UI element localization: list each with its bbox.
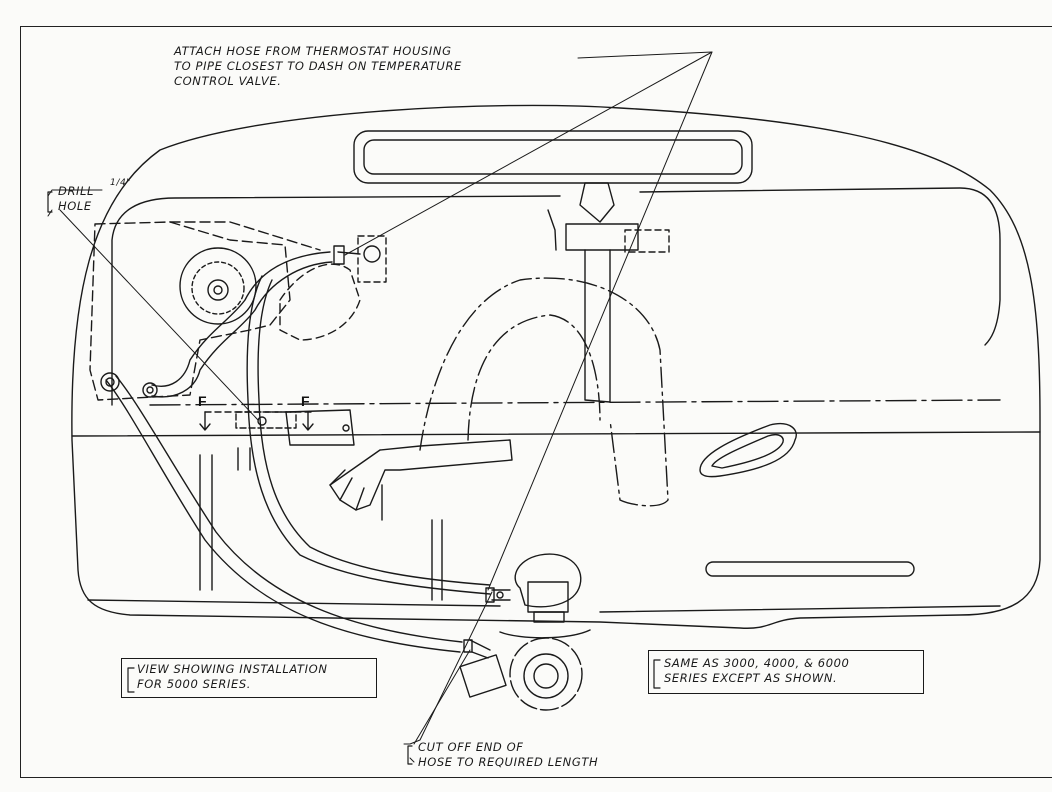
note-line: FOR 5000 SERIES. (137, 677, 252, 691)
drill-hole-note: DRILL HOLE (58, 184, 94, 214)
note-line: CUT OFF END OF (418, 740, 524, 754)
ash-receiver-opening (699, 423, 797, 478)
note-line: DRILL (58, 184, 95, 198)
same-as-note: SAME AS 3000, 4000, & 6000 SERIES EXCEPT… (664, 656, 849, 686)
dash-panel-outline (71, 104, 1041, 629)
lower-panel-line (71, 431, 1041, 437)
cut-off-note: CUT OFF END OF HOSE TO REQUIRED LENGTH (418, 740, 598, 770)
section-mark-left: F (198, 393, 207, 409)
temperature-valve (357, 235, 387, 283)
view-caption-box (121, 658, 377, 698)
dash-brace (329, 439, 513, 511)
leader-cut-off (403, 591, 493, 745)
lower-panel-inner (87, 599, 1001, 613)
panel-slot-horizontal (705, 561, 915, 577)
note-line: TO PIPE CLOSEST TO DASH ON TEMPERATURE (174, 59, 462, 73)
note-line: CONTROL VALVE. (174, 74, 282, 88)
view-caption: VIEW SHOWING INSTALLATION FOR 5000 SERIE… (137, 662, 328, 692)
note-line: SERIES EXCEPT AS SHOWN. (664, 671, 838, 685)
floor-tunnel (419, 277, 669, 507)
cutoff-bracket (407, 745, 413, 765)
panel-slot-left (199, 454, 213, 591)
sheet-border (20, 26, 1052, 778)
drill-fraction: 1/4" (110, 178, 132, 188)
return-hose (246, 275, 491, 595)
same-as-box (648, 650, 924, 694)
supply-hose (105, 379, 461, 653)
note-line: VIEW SHOWING INSTALLATION (137, 662, 328, 676)
windshield-lower-edge (149, 399, 1001, 406)
drill-bracket (47, 191, 53, 213)
mirror-post (579, 182, 615, 223)
heater-core-outline (279, 263, 361, 341)
note-line: ATTACH HOSE FROM THERMOSTAT HOUSING (174, 44, 452, 58)
section-mark-right: F (301, 393, 310, 409)
heater-unit (509, 637, 583, 711)
blower-motor (179, 247, 257, 325)
note-line: HOLE (58, 199, 92, 213)
windshield-opening (111, 187, 1001, 406)
view-bracket (127, 667, 135, 693)
leader-drill-hole (47, 189, 259, 421)
upper-hose (151, 251, 331, 387)
attach-hose-note: ATTACH HOSE FROM THERMOSTAT HOUSING TO P… (174, 44, 462, 89)
control-valve (514, 553, 582, 608)
note-line: HOSE TO REQUIRED LENGTH (418, 755, 599, 769)
header-bar (353, 130, 753, 184)
note-line: SAME AS 3000, 4000, & 6000 (664, 656, 850, 670)
same-bracket (653, 659, 661, 689)
